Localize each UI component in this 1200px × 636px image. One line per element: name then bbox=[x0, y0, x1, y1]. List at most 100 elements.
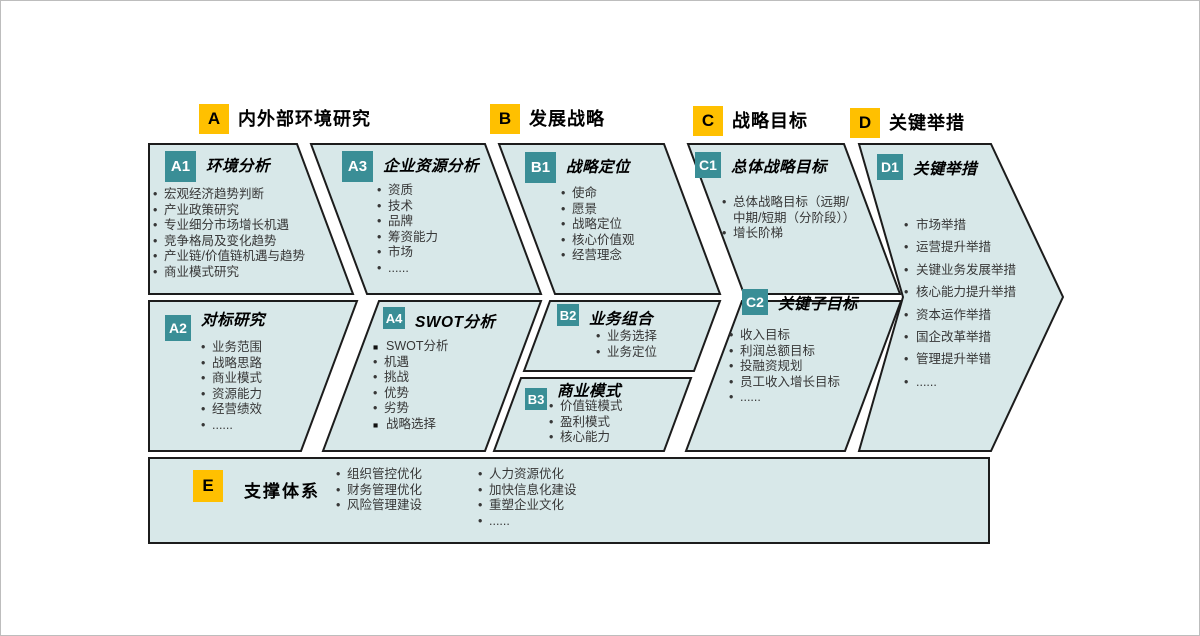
box-b2-title: 业务组合 bbox=[589, 311, 654, 328]
box-b2-bullets: 业务选择 业务定位 bbox=[596, 329, 716, 360]
box-c2-title: 关键子目标 bbox=[778, 296, 859, 313]
box-a3-title: 企业资源分析 bbox=[383, 158, 480, 175]
bullet-item: 产业政策研究 bbox=[153, 203, 351, 219]
bullet-item: 使命 bbox=[561, 186, 691, 202]
bullet-item: 竞争格局及变化趋势 bbox=[153, 234, 351, 250]
box-a2-bullets: 业务范围 战略思路 商业模式 资源能力 经营绩效 ...... bbox=[201, 340, 341, 434]
bullet-item: 业务定位 bbox=[596, 345, 716, 361]
bullet-item: 资质 bbox=[377, 183, 497, 199]
bullet-item: 收入目标 bbox=[729, 328, 881, 344]
bullet-item: 专业细分市场增长机遇 bbox=[153, 218, 351, 234]
bullet-item: 愿景 bbox=[561, 202, 691, 218]
box-a2-badge: A2 bbox=[165, 315, 191, 341]
bullet-item: 资源能力 bbox=[201, 387, 341, 403]
bullet-item: 经营绩效 bbox=[201, 402, 341, 418]
bullet-item: 市场举措 bbox=[904, 214, 1044, 237]
box-a1-header: A1 环境分析 bbox=[165, 151, 270, 182]
box-b3-title: 商业模式 bbox=[557, 383, 622, 400]
bullet-item: 战略定位 bbox=[561, 217, 691, 233]
bullet-item: 组织管控优化 bbox=[336, 467, 476, 483]
bullet-item: 员工收入增长目标 bbox=[729, 375, 881, 391]
box-b1-badge: B1 bbox=[525, 152, 556, 183]
section-b-badge: B bbox=[490, 104, 520, 134]
bullet-item: ...... bbox=[904, 371, 1044, 394]
bullet-item: 筹资能力 bbox=[377, 230, 497, 246]
bullet-item: 核心能力 bbox=[549, 430, 679, 446]
bullet-item: 关键业务发展举措 bbox=[904, 259, 1044, 282]
box-c1-bullets: 总体战略目标（远期/中期/短期（分阶段）） 增长阶梯 bbox=[722, 195, 855, 242]
box-d1-header: D1 关键举措 bbox=[877, 154, 977, 180]
bullet-item: 挑战 bbox=[373, 370, 503, 386]
bullet-item: 总体战略目标（远期/中期/短期（分阶段）） bbox=[722, 195, 855, 226]
box-c2-badge: C2 bbox=[742, 289, 768, 315]
box-a1-bullets: 宏观经济趋势判断 产业政策研究 专业细分市场增长机遇 竞争格局及变化趋势 产业链… bbox=[153, 187, 351, 281]
box-a1-badge: A1 bbox=[165, 151, 196, 182]
support-bullets-col1: 组织管控优化 财务管理优化 风险管理建设 bbox=[336, 467, 476, 514]
box-d1-badge: D1 bbox=[877, 154, 903, 180]
bullet-item: 经营理念 bbox=[561, 248, 691, 264]
support-bullets-col2: 人力资源优化 加快信息化建设 重塑企业文化 ...... bbox=[478, 467, 638, 529]
box-c1-badge: C1 bbox=[695, 152, 721, 178]
bullet-item: 重塑企业文化 bbox=[478, 498, 638, 514]
bullet-item: 机遇 bbox=[373, 355, 503, 371]
section-header-c: C 战略目标 bbox=[693, 106, 808, 136]
bullet-item: SWOT分析 bbox=[373, 339, 503, 355]
box-a3-header: A3 企业资源分析 bbox=[342, 151, 479, 182]
bullet-item: 风险管理建设 bbox=[336, 498, 476, 514]
box-c2-bullets: 收入目标 利润总额目标 投融资规划 员工收入增长目标 ...... bbox=[729, 328, 881, 406]
box-b3-bullets: 价值链模式 盈利模式 核心能力 bbox=[549, 399, 679, 446]
bullet-item: 价值链模式 bbox=[549, 399, 679, 415]
bullet-item: 核心能力提升举措 bbox=[904, 281, 1044, 304]
bullet-item: 业务范围 bbox=[201, 340, 341, 356]
bullet-item: 国企改革举措 bbox=[904, 326, 1044, 349]
box-b1-title: 战略定位 bbox=[566, 159, 631, 176]
bullet-item: 资本运作举措 bbox=[904, 304, 1044, 327]
box-a3-badge: A3 bbox=[342, 151, 373, 182]
section-header-b: B 发展战略 bbox=[490, 104, 605, 134]
bullet-item: 产业链/价值链机遇与趋势 bbox=[153, 249, 351, 265]
bullet-item: 劣势 bbox=[373, 401, 503, 417]
box-b1-header: B1 战略定位 bbox=[525, 152, 630, 183]
bullet-item: 商业模式研究 bbox=[153, 265, 351, 281]
section-c-badge: C bbox=[693, 106, 723, 136]
box-b3-badge: B3 bbox=[525, 388, 547, 410]
support-e-title: 支撑体系 bbox=[244, 482, 320, 501]
bullet-item: ...... bbox=[729, 390, 881, 406]
box-a4-bullets: SWOT分析 机遇 挑战 优势 劣势 战略选择 bbox=[373, 339, 503, 433]
section-a-title: 内外部环境研究 bbox=[238, 109, 371, 129]
section-header-d: D 关键举措 bbox=[850, 108, 965, 138]
section-d-title: 关键举措 bbox=[889, 113, 965, 133]
bullet-item: 优势 bbox=[373, 386, 503, 402]
section-c-title: 战略目标 bbox=[732, 111, 808, 131]
bullet-item: 人力资源优化 bbox=[478, 467, 638, 483]
bullet-item: 商业模式 bbox=[201, 371, 341, 387]
box-a4-badge: A4 bbox=[383, 307, 405, 329]
bullet-item: 业务选择 bbox=[596, 329, 716, 345]
bullet-item: 加快信息化建设 bbox=[478, 483, 638, 499]
box-a4-title: SWOT分析 bbox=[415, 314, 496, 331]
box-b1-bullets: 使命 愿景 战略定位 核心价值观 经营理念 bbox=[561, 186, 691, 264]
bullet-item: 品牌 bbox=[377, 214, 497, 230]
bullet-item: 市场 bbox=[377, 245, 497, 261]
bullet-item: 增长阶梯 bbox=[722, 226, 855, 242]
bullet-item: 战略选择 bbox=[373, 417, 503, 433]
section-a-badge: A bbox=[199, 104, 229, 134]
box-c2-header: C2 关键子目标 bbox=[742, 289, 858, 315]
box-a1-title: 环境分析 bbox=[206, 158, 271, 175]
box-a2-header: A2 对标研究 bbox=[165, 307, 265, 341]
support-e-badge: E bbox=[193, 470, 223, 502]
box-a2-title: 对标研究 bbox=[201, 312, 266, 329]
section-header-a: A 内外部环境研究 bbox=[199, 104, 371, 134]
section-b-title: 发展战略 bbox=[529, 109, 605, 129]
box-b2-badge: B2 bbox=[557, 304, 579, 326]
bullet-item: 技术 bbox=[377, 199, 497, 215]
bullet-item: 盈利模式 bbox=[549, 415, 679, 431]
box-b3-header: B3 商业模式 bbox=[525, 378, 621, 410]
bullet-item: 核心价值观 bbox=[561, 233, 691, 249]
box-b2-header: B2 业务组合 bbox=[557, 304, 653, 329]
bullet-item: 运营提升举措 bbox=[904, 236, 1044, 259]
bullet-item: 利润总额目标 bbox=[729, 344, 881, 360]
box-a4-header: A4 SWOT分析 bbox=[383, 307, 496, 332]
bullet-item: 财务管理优化 bbox=[336, 483, 476, 499]
